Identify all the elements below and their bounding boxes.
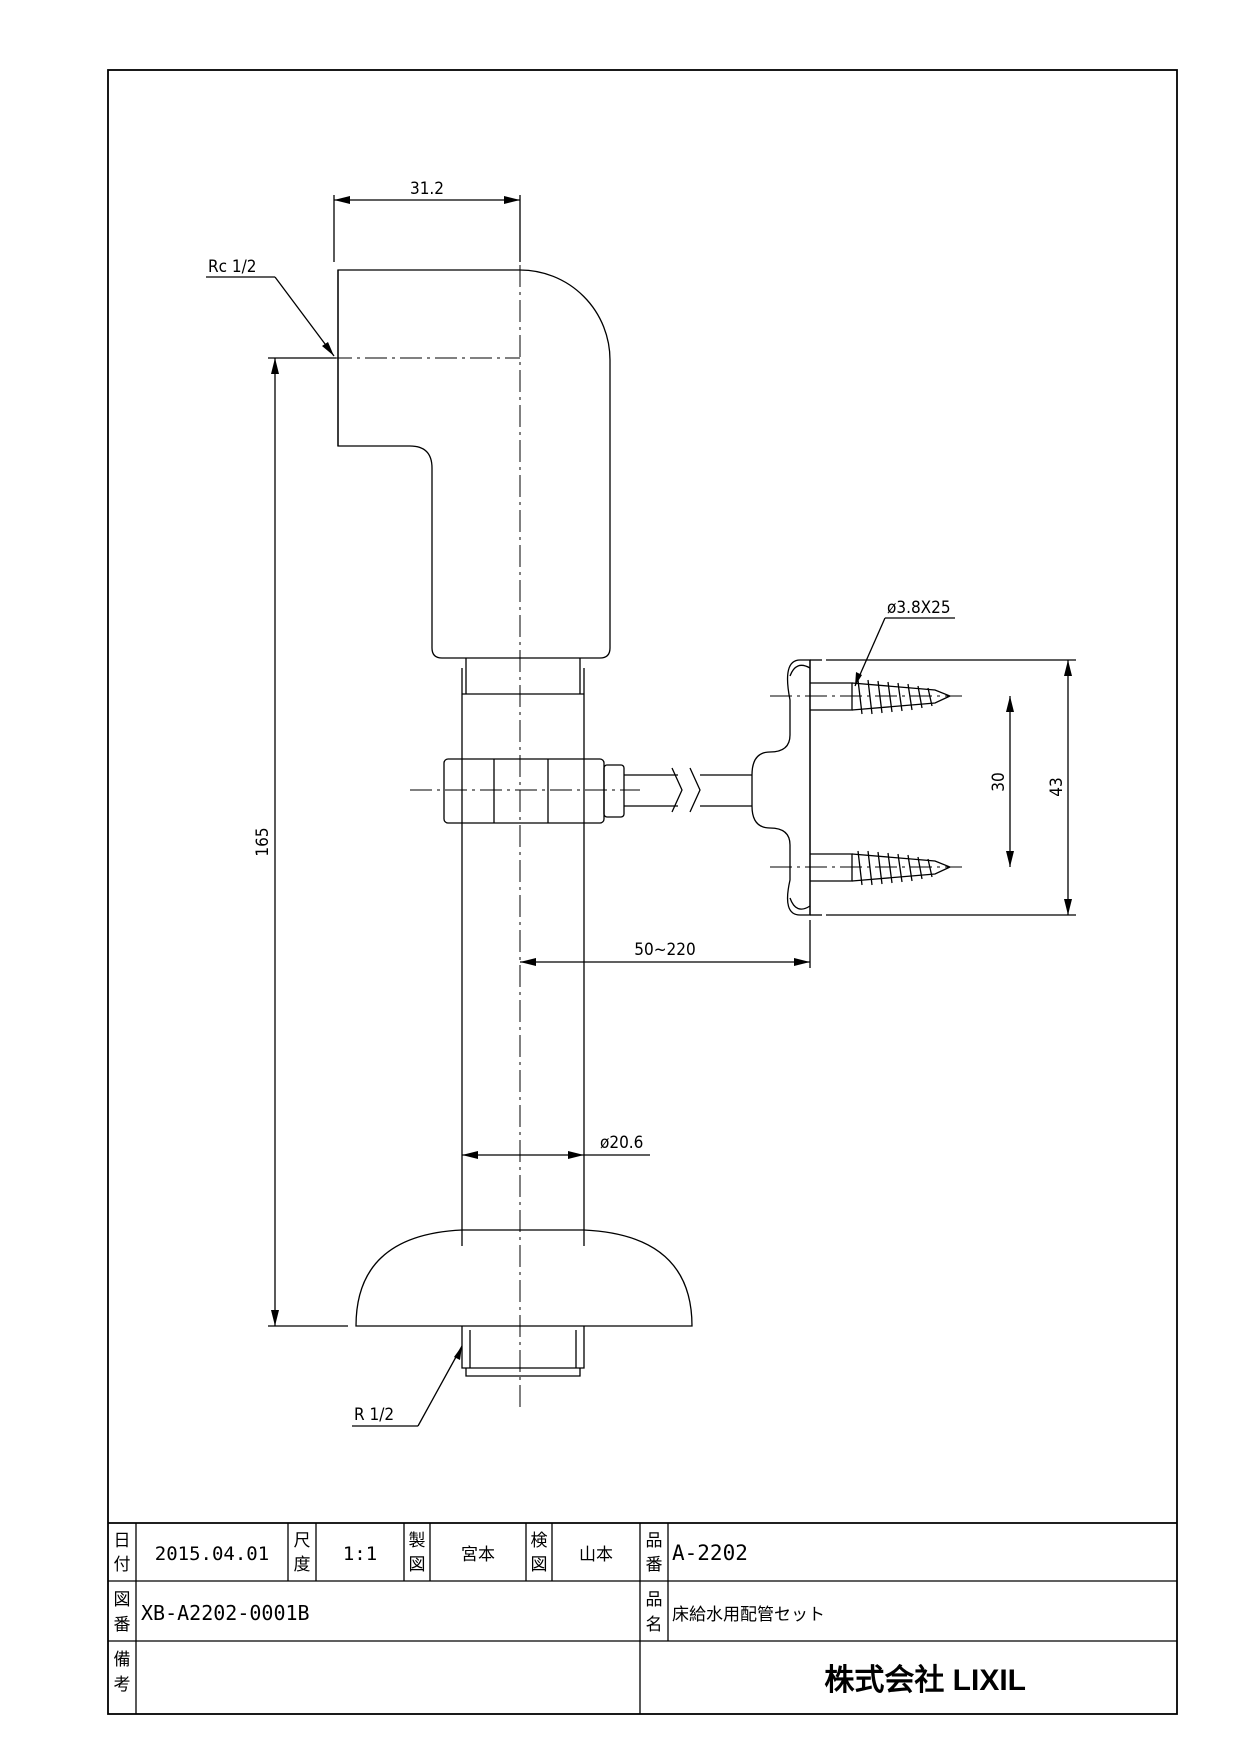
checked-label-2: 図	[531, 1555, 548, 1575]
dimension-30: 30	[989, 696, 1014, 867]
rc-thread-text: Rc 1/2	[208, 257, 257, 277]
part-no-label-2: 番	[646, 1555, 663, 1575]
leader-screw-spec: ø3.8X25	[854, 598, 955, 687]
dim-pipe-diameter-text: ø20.6	[600, 1133, 643, 1153]
remarks-label-2: 考	[114, 1675, 131, 1695]
center-lines	[330, 230, 962, 1412]
scale-value: 1:1	[343, 1543, 377, 1565]
dimension-31-2: 31.2	[333, 179, 521, 262]
dim-projection-text: 50~220	[634, 940, 695, 960]
date-label-2: 付	[114, 1555, 131, 1575]
leader-rc-thread: Rc 1/2	[206, 257, 335, 357]
dimension-50-220: 50~220	[520, 920, 811, 968]
part-name-label-2: 名	[646, 1615, 663, 1635]
part-name-value: 床給水用配管セット	[672, 1605, 825, 1625]
title-block: 日 付 2015.04.01 尺 度 1:1 製 図 宮本 検 図 山本 品 番…	[108, 1522, 1177, 1714]
drawn-label-1: 製	[409, 1531, 426, 1551]
floor-flange	[355, 1229, 693, 1327]
dim-screw-pitch-text: 30	[989, 772, 1009, 791]
dim-bracket-height-text: 43	[1047, 777, 1067, 796]
company-logo-text: 株式会社 LIXIL	[824, 1664, 1026, 1697]
part-no-value: A-2202	[672, 1541, 748, 1565]
dim-width-top-text: 31.2	[410, 179, 444, 199]
checked-label-1: 検	[531, 1531, 548, 1551]
pipe	[461, 694, 585, 1246]
r-thread-text: R 1/2	[354, 1405, 394, 1425]
elbow-fitting	[337, 269, 611, 659]
screw-lower	[810, 850, 952, 886]
remarks-label-1: 備	[114, 1650, 131, 1670]
checked-value: 山本	[579, 1545, 613, 1565]
part-no-label-1: 品	[646, 1531, 663, 1551]
part-name-label-1: 品	[646, 1590, 663, 1610]
date-label-1: 日	[114, 1531, 131, 1551]
wall-bracket	[751, 659, 822, 916]
drawn-value: 宮本	[461, 1545, 495, 1565]
dimension-pipe-diameter: ø20.6	[462, 1133, 650, 1159]
lower-thread	[461, 1326, 585, 1377]
scale-label-2: 度	[294, 1555, 311, 1575]
dim-height-text: 165	[253, 827, 273, 856]
drawing-no-label-2: 番	[114, 1615, 131, 1635]
drawing-frame	[107, 69, 1178, 1715]
pipe-clamp	[443, 758, 752, 824]
screw-spec-text: ø3.8X25	[887, 598, 951, 618]
dimension-43: 43	[826, 659, 1076, 916]
leader-r-thread: R 1/2	[352, 1345, 463, 1427]
screw-upper	[810, 679, 952, 715]
drawing-no-value: XB-A2202-0001B	[141, 1601, 310, 1625]
dimension-165: 165	[253, 357, 348, 1327]
scale-label-1: 尺	[294, 1531, 311, 1551]
upper-thread	[461, 658, 585, 695]
date-value: 2015.04.01	[155, 1543, 269, 1565]
drawn-label-2: 図	[409, 1555, 426, 1575]
drawing-no-label-1: 図	[114, 1590, 131, 1610]
